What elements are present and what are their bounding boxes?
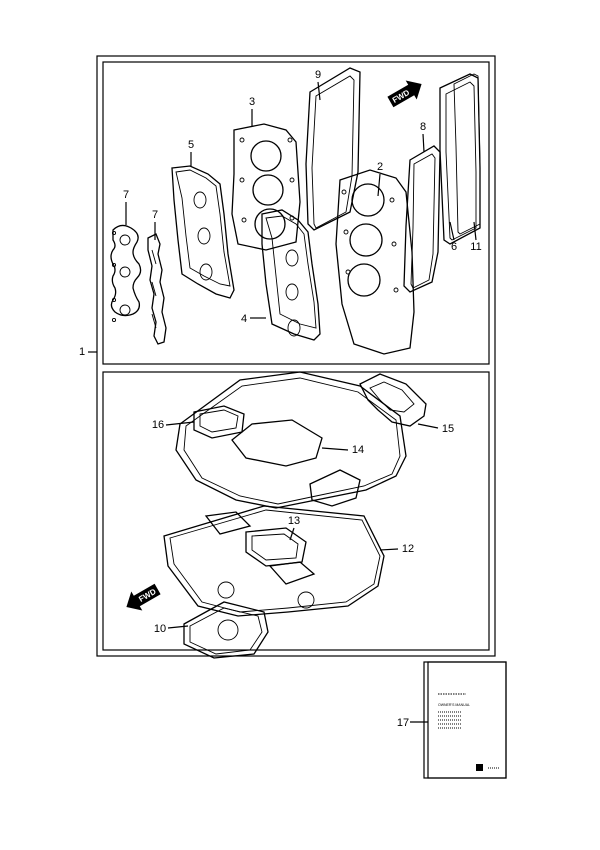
part-10-gasket [183,601,269,659]
callout-12: 12 [402,543,414,555]
part-2-head-gasket [335,169,415,355]
part-3-head-gasket [231,123,301,251]
callout-8: 8 [420,121,426,133]
callout-14: 14 [352,444,364,456]
callout-10: 10 [154,623,166,635]
part-9-gasket [305,67,361,231]
callout-9: 9 [315,69,321,81]
part-6-gasket [439,73,481,245]
part-11-gasket [453,73,481,235]
leader-9 [317,81,321,101]
leader-2 [377,173,381,197]
fwd-arrow-upper: FWD [387,80,422,108]
leader-6 [449,221,455,241]
part-13-gasket [204,511,316,585]
leader-12 [379,548,399,551]
callout-7b: 7 [152,209,158,221]
callout-11: 11 [470,241,481,253]
outer-frame [96,55,496,657]
leader-11 [473,221,477,241]
part-14-gasket [175,371,407,509]
leader-13 [289,527,295,541]
callout-16: 16 [152,419,164,431]
callout-6: 6 [451,241,457,253]
callout-7a: 7 [123,189,129,201]
manual-title: OWNER'S MANUAL [438,703,470,707]
brand-logo-icon [476,764,483,771]
part-4-valve-cover-gasket [261,209,321,341]
callout-3: 3 [249,96,255,108]
upper-panel [102,61,490,365]
callout-15: 15 [442,423,454,435]
part-5-valve-cover-gasket [171,165,235,299]
leader-15 [417,423,439,429]
leader-10 [167,625,189,629]
lower-panel [102,371,490,651]
callout-17: 17 [397,717,409,729]
callout-4: 4 [241,313,247,325]
callout-2: 2 [377,161,383,173]
callout-13: 13 [288,515,300,527]
leader-8 [422,133,425,153]
part-12-gasket [163,505,385,617]
part-7-gasket-angled [147,233,167,345]
part-8-gasket [403,145,441,293]
part-7-gasket-front [110,224,142,323]
owners-manual-booklet: OWNER'S MANUAL [423,661,507,779]
leader-14 [321,447,349,451]
callout-1: 1 [79,346,85,358]
leader-16 [165,421,195,426]
part-16-gasket [193,405,245,439]
fwd-arrow-lower: FWD [126,583,161,611]
callout-5: 5 [188,139,194,151]
